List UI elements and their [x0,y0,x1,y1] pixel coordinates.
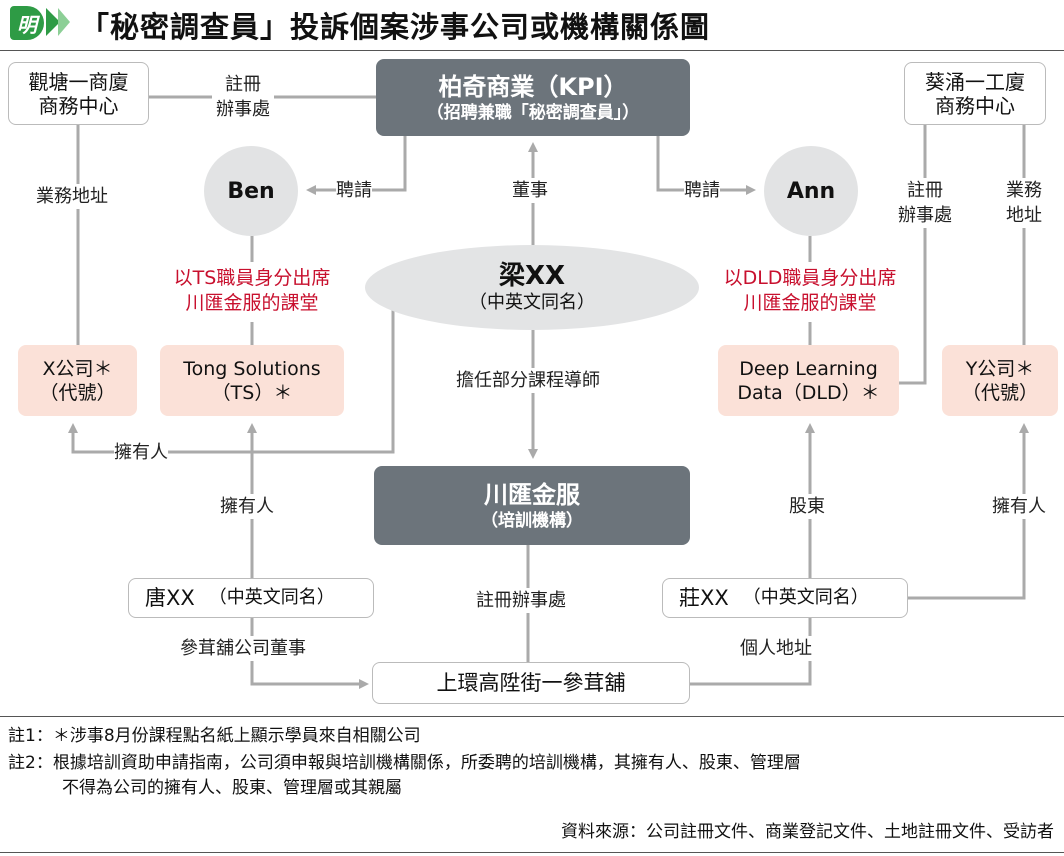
node-line: Deep Learning [739,357,878,380]
mingpao-logo: 明 [10,6,44,40]
ben-role-line: 以TS職員身分出席 [173,267,331,289]
node-leung: 梁XX （中英文同名） [365,245,699,330]
node-line: Y公司＊ [965,357,1035,380]
node-y-company: Y公司＊ （代號） [942,345,1058,416]
node-kwai-chung-centre: 葵涌一工廈 商務中心 [904,62,1046,125]
node-line: 商務中心 [38,93,119,118]
ann-role-note: 以DLD職員身分出席 川匯金服的課堂 [702,266,918,316]
node-line: Data（DLD）＊ [737,381,880,404]
label-line: 辦事處 [216,99,270,120]
node-line: X公司＊ [42,357,113,380]
edge-leung-x [68,308,395,454]
label-x-owner: 擁有人 [114,440,168,465]
label-kc-business: 業務 地址 [994,178,1054,228]
node-dld: Deep Learning Data（DLD）＊ [718,345,899,416]
edge-kc-dld [899,125,927,385]
node-shop: 上環高陞街一參茸舖 [372,662,690,704]
node-line: （代號） [961,381,1038,404]
kpi-subtitle: （招聘兼職「秘密調查員」） [426,102,640,123]
ben-name: Ben [227,178,275,204]
footer-divider [0,852,1064,853]
logo-text: 明 [17,12,37,37]
node-line: 商務中心 [935,93,1015,118]
label-personal-address: 個人地址 [740,636,812,661]
chong-subtitle: （中英文同名） [742,587,869,608]
tong-name: 唐XX [145,586,195,610]
node-line: Tong Solutions [183,357,321,380]
node-tong: 唐XX （中英文同名） [128,578,374,618]
leung-subtitle: （中英文同名） [469,291,595,313]
label-ts-owner: 擁有人 [220,494,274,519]
node-ben: Ben [204,146,298,236]
node-line: （TS）＊ [211,381,293,404]
node-kwun-tong-centre: 觀塘一商廈 商務中心 [8,62,149,125]
chevron-icon [46,8,60,36]
label-line: 地址 [1006,205,1042,226]
leung-name: 梁XX [498,260,566,291]
kpi-name: 柏奇商業（KPI） [438,72,628,101]
label-kt-registered: 註冊 辦事處 [212,72,274,122]
ann-name: Ann [786,178,836,204]
ben-role-line: 川匯金服的課堂 [185,292,319,314]
node-line: （代號） [39,381,116,404]
node-tong-solutions: Tong Solutions （TS）＊ [160,345,344,416]
note-2-continued: 不得為公司的擁有人、股東、管理層或其親屬 [62,778,402,798]
chuen-wui-name: 川匯金服 [484,480,580,509]
label-shop-director: 參茸舖公司董事 [180,636,306,661]
label-tutor: 擔任部分課程導師 [456,368,600,393]
label-line: 業務 [1006,180,1042,201]
node-x-company: X公司＊ （代號） [18,345,137,416]
label-kc-registered: 註冊 辦事處 [890,178,960,228]
edge-kpi-ann [656,136,756,195]
node-line: 葵涌一工廈 [925,69,1025,94]
node-kpi: 柏奇商業（KPI） （招聘兼職「秘密調查員」） [376,59,690,136]
node-ann: Ann [764,146,858,236]
ann-role-line: 川匯金服的課堂 [743,292,877,314]
label-dld-shareholder: 股東 [789,494,825,519]
notes-divider [0,716,1064,717]
source-note: 資料來源：公司註冊文件、商業登記文件、土地註冊文件、受訪者 [561,822,1054,842]
node-chuen-wui: 川匯金服 （培訓機構） [374,466,690,545]
diagram-title: 「秘密調查員」投訴個案涉事公司或機構關係圖 [80,10,711,44]
chevron-icon [58,8,70,36]
ben-role-note: 以TS職員身分出席 川匯金服的課堂 [150,266,354,316]
label-line: 註冊 [225,74,261,95]
ann-role-line: 以DLD職員身分出席 [723,267,897,289]
node-chong: 莊XX （中英文同名） [662,578,908,618]
node-line: 觀塘一商廈 [28,69,129,94]
label-line: 辦事處 [898,205,952,226]
edge-chong-y [908,423,1029,600]
tong-subtitle: （中英文同名） [208,587,335,608]
note-1: 註1：＊涉事8月份課程點名紙上顯示學員來自相關公司 [8,726,421,746]
note-2: 註2：根據培訓資助申請指南，公司須申報與培訓機構關係，所委聘的培訓機構，其擁有人… [8,753,801,773]
chong-name: 莊XX [679,586,729,610]
label-director: 董事 [512,178,548,203]
label-shop-registered: 註冊辦事處 [476,588,566,613]
label-hire-ben: 聘請 [336,178,372,203]
label-kt-business: 業務地址 [36,184,108,209]
chuen-wui-subtitle: （培訓機構） [481,510,583,531]
label-hire-ann: 聘請 [684,178,720,203]
header-divider [0,50,1064,51]
label-line: 註冊 [907,180,943,201]
shop-name: 上環高陞街一參茸舖 [436,671,626,695]
label-y-owner: 擁有人 [992,494,1046,519]
